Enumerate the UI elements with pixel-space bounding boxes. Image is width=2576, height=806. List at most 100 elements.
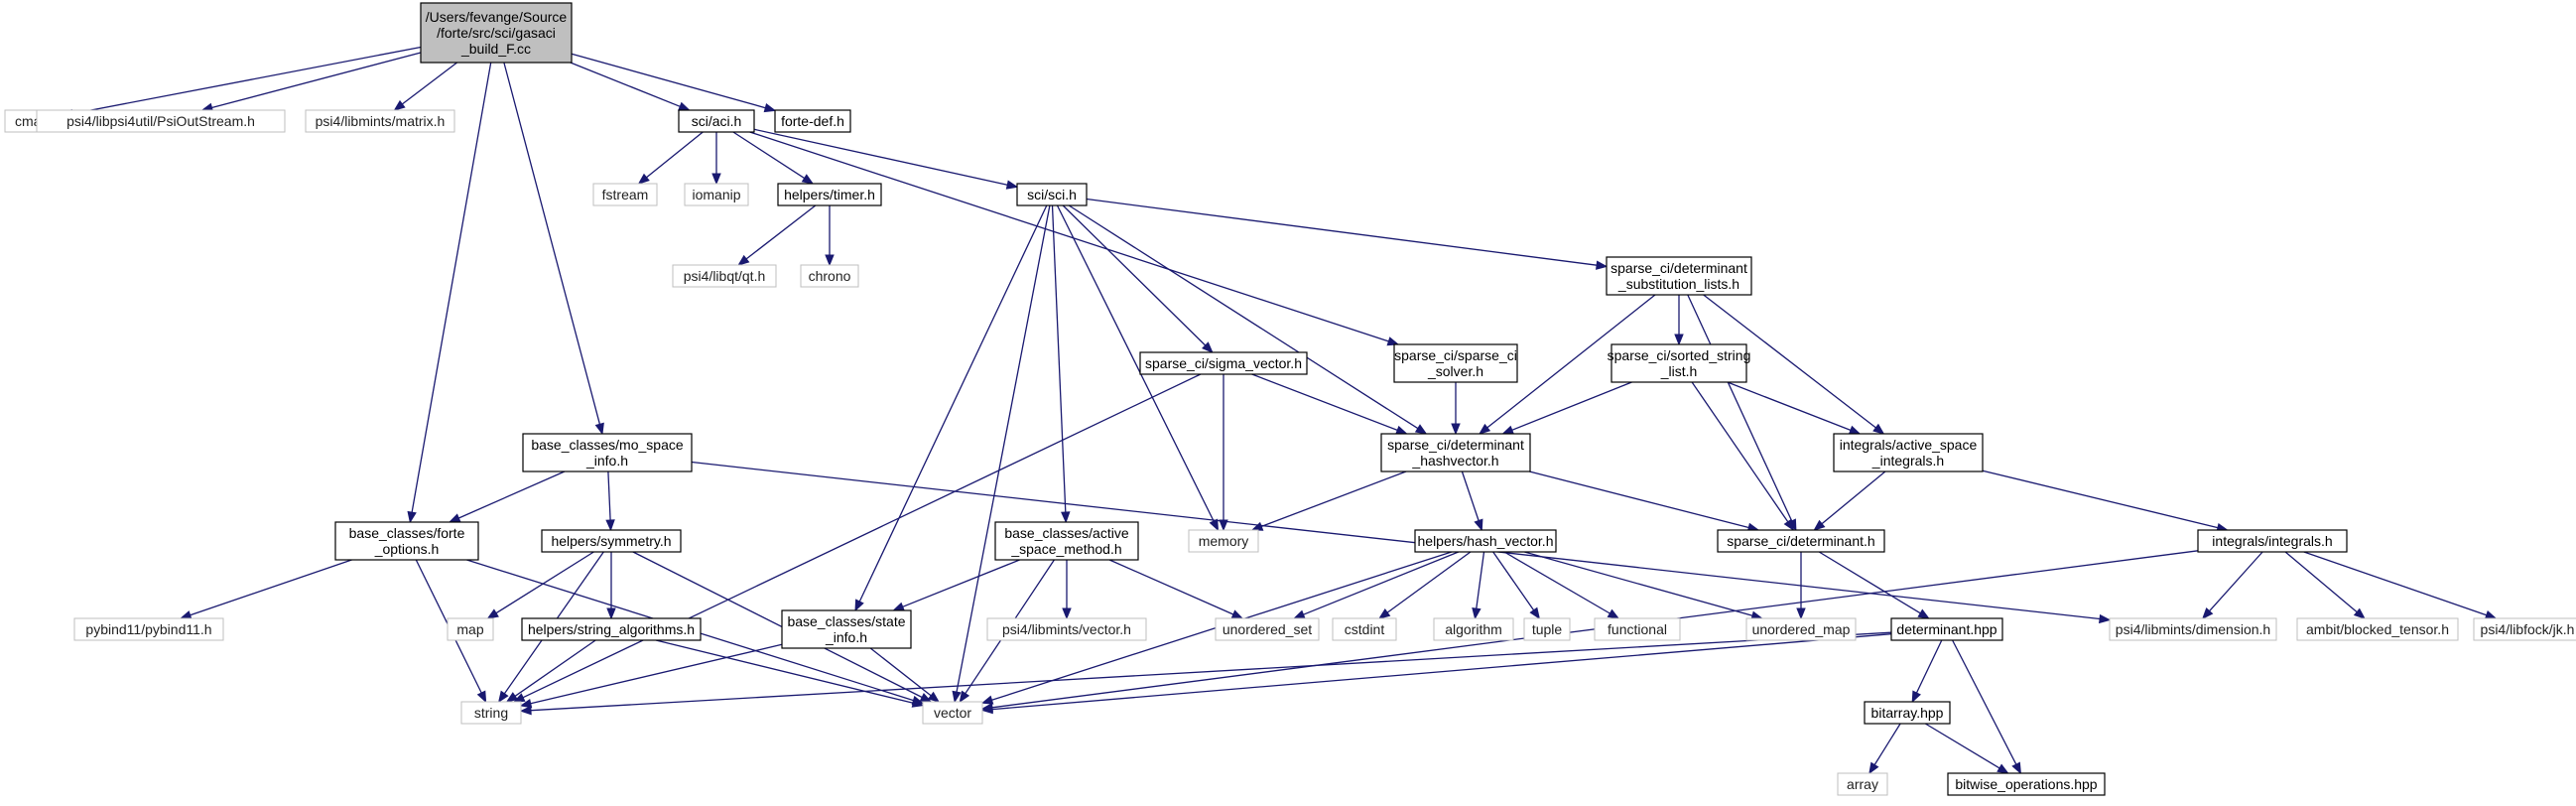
edge-arrowhead (952, 690, 962, 704)
edge-dethash-to-determinant (1529, 470, 1760, 532)
edge-activeints-to-determinant (1813, 470, 1886, 531)
node-integrals[interactable]: integrals/integrals.h (2197, 529, 2348, 553)
edge-hashvec-to-functional (1503, 551, 1620, 619)
node-box[interactable] (1380, 433, 1531, 472)
node-aci[interactable]: sci/aci.h (678, 109, 755, 133)
edge-line (514, 639, 596, 697)
node-stralg[interactable]: helpers/string_algorithms.h (521, 617, 702, 641)
node-box[interactable] (1016, 183, 1088, 206)
node-activemethod[interactable]: base_classes/active_space_method.h (994, 521, 1139, 561)
node-activeints[interactable]: integrals/active_space_integrals.h (1833, 433, 1984, 472)
node-sci[interactable]: sci/sci.h (1016, 183, 1088, 206)
node-hashvec[interactable]: helpers/hash_vector.h (1414, 529, 1557, 553)
edge-line (732, 131, 806, 180)
node-box[interactable] (774, 109, 851, 133)
node-box[interactable] (541, 529, 682, 553)
node-box[interactable] (1890, 617, 2003, 641)
node-label: sparse_ci/sigma_vector.h (1145, 355, 1302, 371)
node-box[interactable] (334, 521, 479, 561)
node-box[interactable] (781, 609, 912, 649)
edge-arrowhead (476, 690, 487, 704)
node-iomanip: iomanip (684, 183, 749, 206)
node-label: map (456, 621, 483, 637)
node-sparsesolver[interactable]: sparse_ci/sparse_ci_solver.h (1393, 343, 1518, 383)
node-stateinfo[interactable]: base_classes/state_info.h (781, 609, 912, 649)
node-mospace[interactable]: base_classes/mo_space_info.h (522, 433, 693, 472)
edge-arrowhead (2484, 610, 2498, 620)
node-dethash[interactable]: sparse_ci/determinant_hashvector.h (1380, 433, 1531, 472)
node-label: sparse_ci/determinant (1610, 260, 1747, 276)
edge-arrowhead (2201, 607, 2214, 620)
node-root[interactable]: /Users/fevange/Source/forte/src/sci/gasa… (420, 2, 573, 64)
edge-dethpp-to-bitwise (1952, 639, 2022, 775)
node-label: psi4/libpsi4util/PsiOutStream.h (66, 113, 255, 129)
node-detsub[interactable]: sparse_ci/determinant_substitution_lists… (1606, 256, 1752, 296)
edge-sci-to-sigma (1062, 204, 1214, 353)
edge-sci-to-memory (1056, 204, 1220, 532)
edge-arrowhead (1219, 519, 1228, 532)
node-sigma[interactable]: sparse_ci/sigma_vector.h (1139, 351, 1308, 375)
node-box (1215, 617, 1320, 641)
edge-dethash-to-memory (1250, 470, 1407, 531)
edge-stateinfo-to-string (519, 643, 783, 709)
edge-line (1251, 373, 1398, 432)
node-box[interactable] (777, 183, 882, 206)
node-timer[interactable]: helpers/timer.h (777, 183, 882, 206)
node-label: base_classes/active (1004, 525, 1129, 541)
edge-line (1086, 198, 1598, 266)
edge-line (1727, 381, 1852, 432)
node-box[interactable] (1139, 351, 1308, 375)
edge-line (632, 551, 923, 699)
edge-arrowhead (927, 691, 941, 703)
edge-arrowhead (1395, 425, 1408, 435)
edge-arrowhead (1996, 763, 2009, 774)
node-box[interactable] (1947, 772, 2106, 796)
edge-arrowhead (1474, 518, 1483, 532)
edge-line (655, 639, 914, 704)
node-box[interactable] (1864, 701, 1951, 725)
node-sortedstr[interactable]: sparse_ci/sorted_string_list.h (1608, 343, 1751, 383)
node-box (922, 701, 983, 725)
node-box[interactable] (522, 433, 693, 472)
node-box[interactable] (678, 109, 755, 133)
node-fortedef[interactable]: forte-def.h (774, 109, 851, 133)
node-box[interactable] (1833, 433, 1984, 472)
edge-integrals-to-vector (980, 550, 2199, 713)
edge-arrowhead (1062, 607, 1072, 620)
node-box[interactable] (420, 2, 573, 64)
node-dethpp[interactable]: determinant.hpp (1890, 617, 2003, 641)
edge-arrowhead (1607, 608, 1620, 619)
node-label: integrals/integrals.h (2212, 533, 2332, 549)
node-determinant[interactable]: sparse_ci/determinant.h (1717, 529, 1885, 553)
edge-arrowhead (1868, 761, 1879, 775)
node-box[interactable] (2197, 529, 2348, 553)
edge-line (956, 204, 1051, 693)
node-label: _integrals.h (1871, 453, 1944, 469)
node-box[interactable] (1610, 343, 1747, 383)
node-chrono: chrono (800, 264, 859, 288)
edge-line (530, 643, 783, 705)
node-box[interactable] (994, 521, 1139, 561)
node-symmetry[interactable]: helpers/symmetry.h (541, 529, 682, 553)
node-box (447, 617, 494, 641)
node-label: ambit/blocked_tensor.h (2306, 621, 2449, 637)
node-box[interactable] (1393, 343, 1518, 383)
edge-arrowhead (892, 602, 905, 611)
edge-arrowhead (678, 101, 691, 111)
edges-layer (61, 46, 2498, 775)
edge-arrowhead (980, 704, 993, 715)
node-box[interactable] (521, 617, 702, 641)
node-bitarray[interactable]: bitarray.hpp (1864, 701, 1951, 725)
edge-line (1915, 639, 1943, 694)
node-box[interactable] (1414, 529, 1557, 553)
edge-line (2303, 551, 2488, 616)
node-forteopts[interactable]: base_classes/forte_options.h (334, 521, 479, 561)
node-label: vector (934, 705, 971, 721)
node-box[interactable] (1606, 256, 1752, 296)
edge-line (1982, 470, 2219, 529)
edge-line (858, 204, 1048, 603)
node-box (1594, 617, 1681, 641)
node-box[interactable] (1717, 529, 1885, 553)
edge-line (1303, 551, 1460, 615)
node-bitwise[interactable]: bitwise_operations.hpp (1947, 772, 2106, 796)
